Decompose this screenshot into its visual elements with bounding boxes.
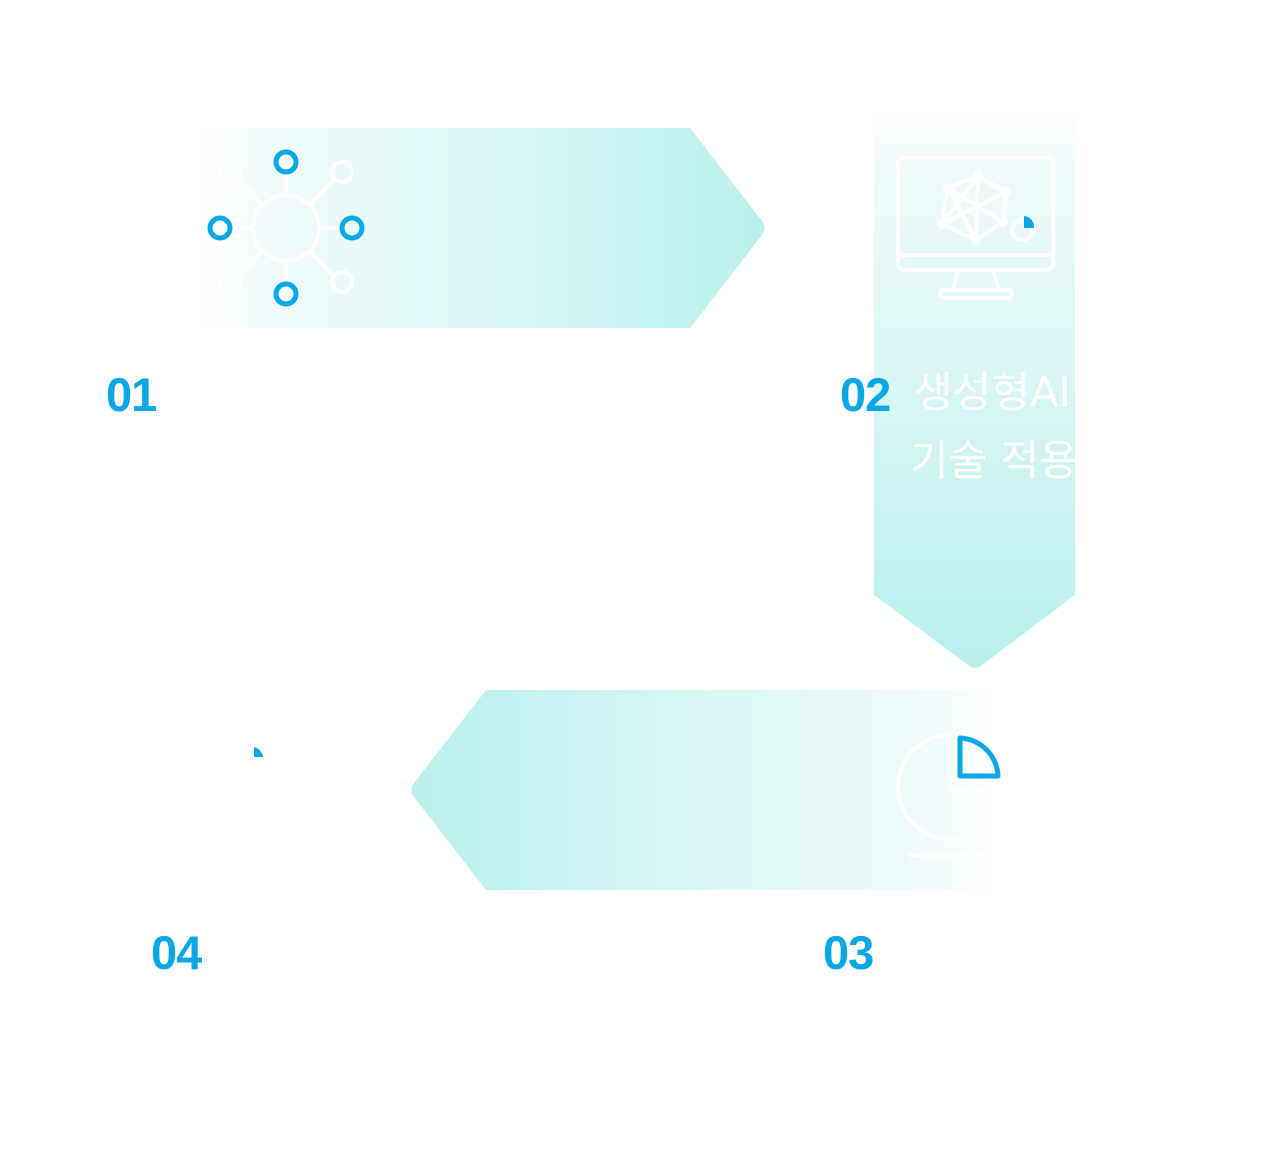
- pie-slice-small-icon-02: [1024, 216, 1035, 228]
- step-number-01: 01: [106, 368, 157, 421]
- arrow-step-01: [195, 128, 765, 328]
- arrow-step-03: [411, 690, 1000, 890]
- step-number-03: 03: [823, 926, 874, 979]
- step-number-02: 02: [840, 368, 891, 421]
- pie-chart-small-icon: [254, 747, 263, 757]
- step-02-text-clip: 생성형AI 기술 적용: [900, 355, 1075, 500]
- step-number-04: 04: [151, 926, 202, 979]
- arrow-step-02: [874, 108, 1075, 668]
- pie-chart-icon: [896, 732, 1005, 857]
- step-02-text-line1: 생성형AI: [914, 368, 1072, 417]
- network-hub-icon: [207, 149, 365, 307]
- step-02-text-line2: 기술 적용: [910, 436, 1075, 485]
- monitor-ai-network-icon: [896, 156, 1055, 300]
